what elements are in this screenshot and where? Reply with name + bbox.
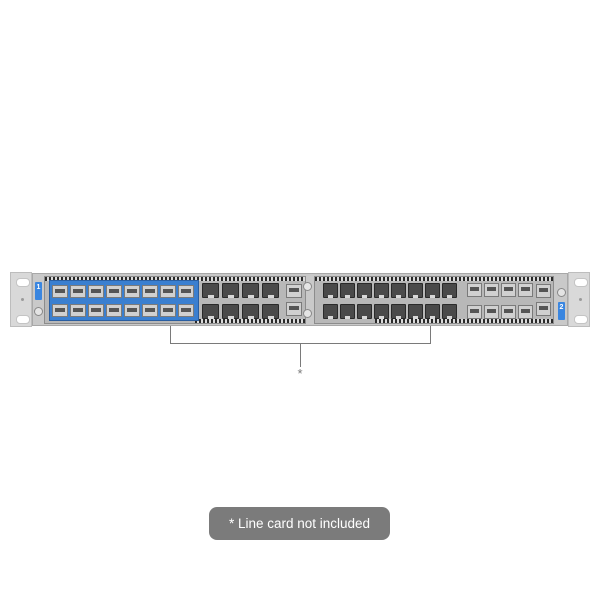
slot-label-1: 1: [35, 282, 42, 300]
rj45-port[interactable]: [323, 283, 338, 298]
sfp-port[interactable]: [518, 305, 533, 319]
thumb-screw[interactable]: [557, 288, 566, 297]
sfp-port[interactable]: [484, 283, 499, 297]
rj45-port[interactable]: [442, 304, 457, 319]
uplink-sfp-port[interactable]: [536, 284, 551, 298]
vent-top: [315, 277, 553, 281]
rj45-port[interactable]: [222, 283, 239, 298]
rj45-port[interactable]: [391, 283, 406, 298]
vent-bottom: [375, 319, 553, 323]
footnote-marker: *: [297, 366, 303, 381]
sfp-port[interactable]: [142, 304, 158, 317]
rj45-port[interactable]: [442, 283, 457, 298]
rj45-port[interactable]: [222, 304, 239, 319]
rj45-port[interactable]: [408, 304, 423, 319]
sfp-port[interactable]: [88, 285, 104, 298]
line-card-slot-2: [314, 276, 554, 324]
thumb-screw[interactable]: [303, 309, 312, 318]
sfp-port[interactable]: [467, 305, 482, 319]
rj45-port[interactable]: [262, 304, 279, 319]
rj45-port[interactable]: [202, 283, 219, 298]
sfp-port[interactable]: [484, 305, 499, 319]
sfp-port[interactable]: [160, 304, 176, 317]
rj45-port[interactable]: [408, 283, 423, 298]
sfp-port[interactable]: [178, 285, 194, 298]
rj45-port[interactable]: [202, 304, 219, 319]
sfp-port[interactable]: [142, 285, 158, 298]
sfp-port[interactable]: [52, 285, 68, 298]
rj45-port[interactable]: [323, 304, 338, 319]
sfp-port[interactable]: [124, 304, 140, 317]
ear-dot: [21, 298, 24, 301]
switch-body: 1 2: [32, 273, 568, 326]
thumb-screw[interactable]: [34, 307, 43, 316]
line-card-notice: * Line card not included: [209, 507, 390, 540]
rj45-port[interactable]: [425, 283, 440, 298]
sfp-port[interactable]: [501, 283, 516, 297]
slot-label-2: 2: [558, 302, 565, 320]
sfp-port[interactable]: [88, 304, 104, 317]
mount-hole: [16, 278, 30, 287]
sfp-port-block: [49, 280, 199, 321]
uplink-sfp-port[interactable]: [536, 302, 551, 316]
sfp-port[interactable]: [124, 285, 140, 298]
vent-bottom: [195, 319, 305, 323]
mount-hole: [16, 315, 30, 324]
rj45-port-block: [202, 283, 280, 319]
bracket-right: [430, 326, 431, 343]
rj45-port[interactable]: [242, 304, 259, 319]
sfp-grid: [52, 285, 198, 317]
uplink-sfp-port[interactable]: [286, 284, 302, 298]
rj45-port[interactable]: [391, 304, 406, 319]
mount-hole: [574, 278, 588, 287]
sfp-port[interactable]: [160, 285, 176, 298]
rj45-port[interactable]: [262, 283, 279, 298]
sfp-port[interactable]: [518, 283, 533, 297]
sfp-port[interactable]: [467, 283, 482, 297]
sfp-port[interactable]: [501, 305, 516, 319]
sfp-port[interactable]: [70, 285, 86, 298]
rj45-port[interactable]: [340, 304, 355, 319]
sfp-port[interactable]: [106, 304, 122, 317]
rj45-port[interactable]: [374, 304, 389, 319]
line-card-slot-1: [44, 276, 306, 324]
sfp-port[interactable]: [70, 304, 86, 317]
sfp-port-block: [467, 283, 533, 319]
rj45-port[interactable]: [357, 304, 372, 319]
mount-hole: [574, 315, 588, 324]
ear-dot: [579, 298, 582, 301]
vent-top: [45, 277, 305, 281]
rj45-port[interactable]: [242, 283, 259, 298]
sfp-port[interactable]: [106, 285, 122, 298]
uplink-sfp-port[interactable]: [286, 302, 302, 316]
rj45-port[interactable]: [374, 283, 389, 298]
rj45-port[interactable]: [357, 283, 372, 298]
rack-ear-left: [10, 272, 32, 327]
sfp-port[interactable]: [52, 304, 68, 317]
thumb-screw[interactable]: [303, 282, 312, 291]
bracket-left: [170, 326, 171, 343]
network-switch: 1 2: [10, 272, 590, 327]
rack-ear-right: [568, 272, 590, 327]
rj45-port[interactable]: [425, 304, 440, 319]
bracket-stem: [300, 343, 301, 367]
rj45-port[interactable]: [340, 283, 355, 298]
rj45-port-block: [323, 283, 463, 319]
sfp-port[interactable]: [178, 304, 194, 317]
